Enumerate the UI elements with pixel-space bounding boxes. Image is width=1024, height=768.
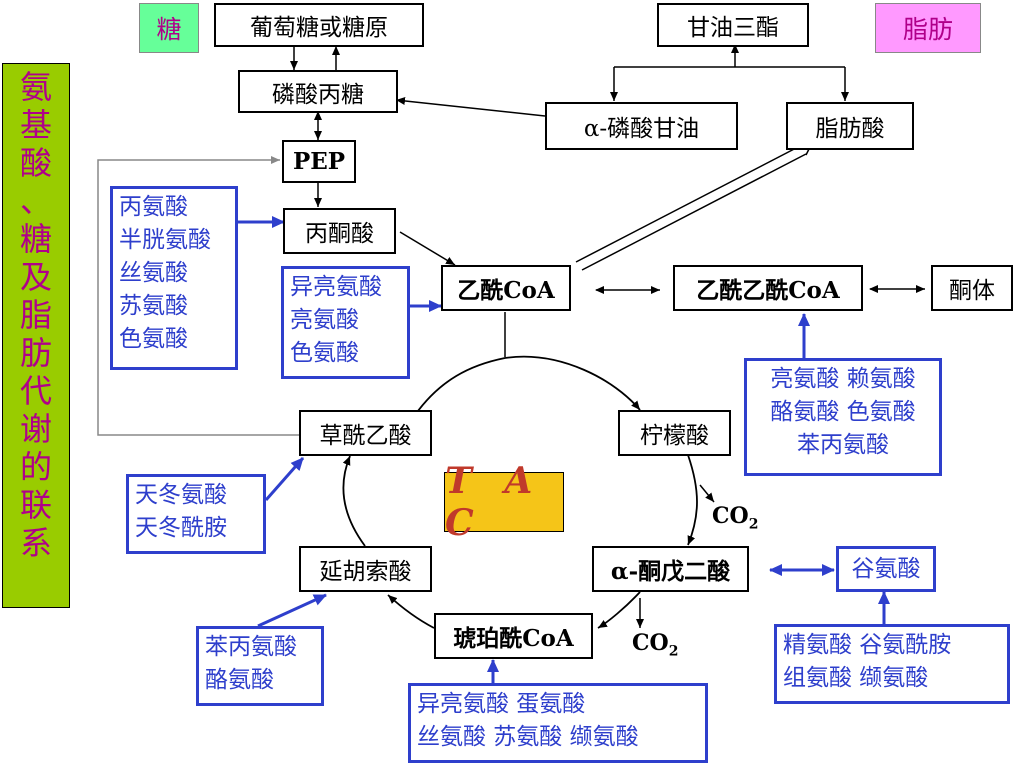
edge-acetyl-fattyacid-a [575, 145, 801, 263]
edge-pyruvate-acetyl [399, 231, 456, 266]
fat-tag: 脂肪 [875, 3, 981, 53]
arc-citrate-akg [687, 454, 698, 546]
amino-group-acetoacetyl-coa: 亮氨酸 赖氨酸 酪氨酸 色氨酸 苯丙氨酸 [744, 358, 942, 476]
amino-acid-label: 苏氨酸 [119, 293, 188, 319]
amino-group-glutamate: 精氨酸 谷氨酰胺 组氨酸 缬氨酸 [774, 624, 1010, 704]
node-citrate: 柠檬酸 [618, 410, 731, 456]
side-title-char: 酸 [19, 144, 52, 182]
side-title-char: 联 [19, 486, 52, 524]
side-title-char: 氨 [19, 68, 52, 106]
amino-acid-label: 丝氨酸 苏氨酸 缬氨酸 [417, 724, 639, 750]
amino-group-succinyl-coa: 异亮氨酸 蛋氨酸 丝氨酸 苏氨酸 缬氨酸 [408, 683, 708, 763]
node-acetoacetyl-coa: 乙酰乙酰CoA [673, 265, 863, 311]
amino-acid-label: 亮氨酸 赖氨酸 [770, 366, 916, 392]
node-glycerol-phosphate: α-磷酸甘油 [545, 102, 738, 150]
side-title-char: 代 [19, 372, 52, 410]
side-title-char: 基 [19, 106, 52, 144]
edge-aa-fumarate [257, 593, 327, 628]
amino-acid-label: 天冬氨酸 [135, 482, 227, 508]
arc-succinyl-fumarate [387, 594, 435, 629]
sugar-tag: 糖 [139, 3, 199, 53]
amino-group-fumarate: 苯丙氨酸 酪氨酸 [196, 626, 324, 706]
amino-acid-label: 酪氨酸 色氨酸 [770, 399, 916, 425]
amino-acid-label: 半胱氨酸 [119, 227, 211, 253]
amino-acid-label: 天冬酰胺 [135, 515, 227, 541]
node-pep: PEP [282, 140, 356, 183]
node-ketone-body: 酮体 [931, 265, 1013, 311]
amino-acid-label: 丙氨酸 [119, 194, 188, 220]
amino-acid-label: 苯丙氨酸 [797, 432, 889, 458]
edge-aa-oxaloacetate [264, 457, 305, 501]
amino-acid-label: 异亮氨酸 蛋氨酸 [417, 691, 586, 717]
tac-label: T A C [444, 460, 564, 544]
arc-akg-succinyl [597, 591, 641, 629]
amino-group-pyruvate: 丙氨酸 半胱氨酸 丝氨酸 苏氨酸 色氨酸 [110, 186, 238, 370]
node-alpha-ketoglutarate: α-酮戊二酸 [592, 546, 749, 592]
co2-label: CO2 [712, 503, 759, 533]
node-succinyl-coa: 琥珀酰CoA [434, 613, 593, 659]
amino-acid-label: 酪氨酸 [205, 667, 274, 693]
amino-group-oxaloacetate: 天冬氨酸 天冬酰胺 [126, 474, 266, 554]
side-title-char: 、 [19, 182, 52, 220]
side-title-char: 糖 [19, 220, 52, 258]
node-acetyl-coa: 乙酰CoA [441, 265, 571, 311]
side-title-char: 的 [19, 448, 52, 486]
edge-co2-a [699, 484, 715, 503]
amino-acid-label: 组氨酸 缬氨酸 [783, 665, 929, 691]
node-glutamate: 谷氨酸 [836, 546, 936, 592]
amino-group-acetyl-coa: 异亮氨酸 亮氨酸 色氨酸 [281, 266, 410, 379]
node-triglyceride: 甘油三酯 [657, 3, 809, 47]
node-oxaloacetate: 草酰乙酸 [299, 410, 432, 456]
co2-label: CO2 [632, 630, 679, 660]
amino-acid-label: 亮氨酸 [290, 307, 359, 333]
edge-glycerol-triose [395, 96, 546, 117]
amino-acid-label: 丝氨酸 [119, 260, 188, 286]
side-title-char: 谢 [19, 410, 52, 448]
arc-oxaloacetate-citrate [414, 355, 641, 416]
edge-oxaloacetate-pep [97, 156, 299, 436]
side-title-char: 脂 [19, 296, 52, 334]
amino-acid-label: 苯丙氨酸 [205, 634, 297, 660]
side-title: 氨 基 酸 、 糖 及 脂 肪 代 谢 的 联 系 [2, 63, 70, 608]
amino-acid-label: 色氨酸 [119, 326, 188, 352]
node-pyruvate: 丙酮酸 [283, 208, 396, 254]
amino-acid-label: 精氨酸 谷氨酰胺 [783, 632, 952, 658]
side-title-char: 肪 [19, 334, 52, 372]
edge-acetyl-fattyacid-b [581, 153, 807, 271]
amino-acid-label: 色氨酸 [290, 340, 359, 366]
node-fumarate: 延胡索酸 [299, 546, 432, 592]
amino-acid-label: 异亮氨酸 [290, 274, 382, 300]
node-phospho-triose: 磷酸丙糖 [238, 70, 398, 113]
node-fatty-acid: 脂肪酸 [786, 102, 914, 150]
side-title-char: 及 [19, 258, 52, 296]
arc-fumarate-oxaloacetate [342, 455, 366, 547]
side-title-char: 系 [19, 524, 52, 562]
node-glucose: 葡萄糖或糖原 [214, 3, 424, 47]
